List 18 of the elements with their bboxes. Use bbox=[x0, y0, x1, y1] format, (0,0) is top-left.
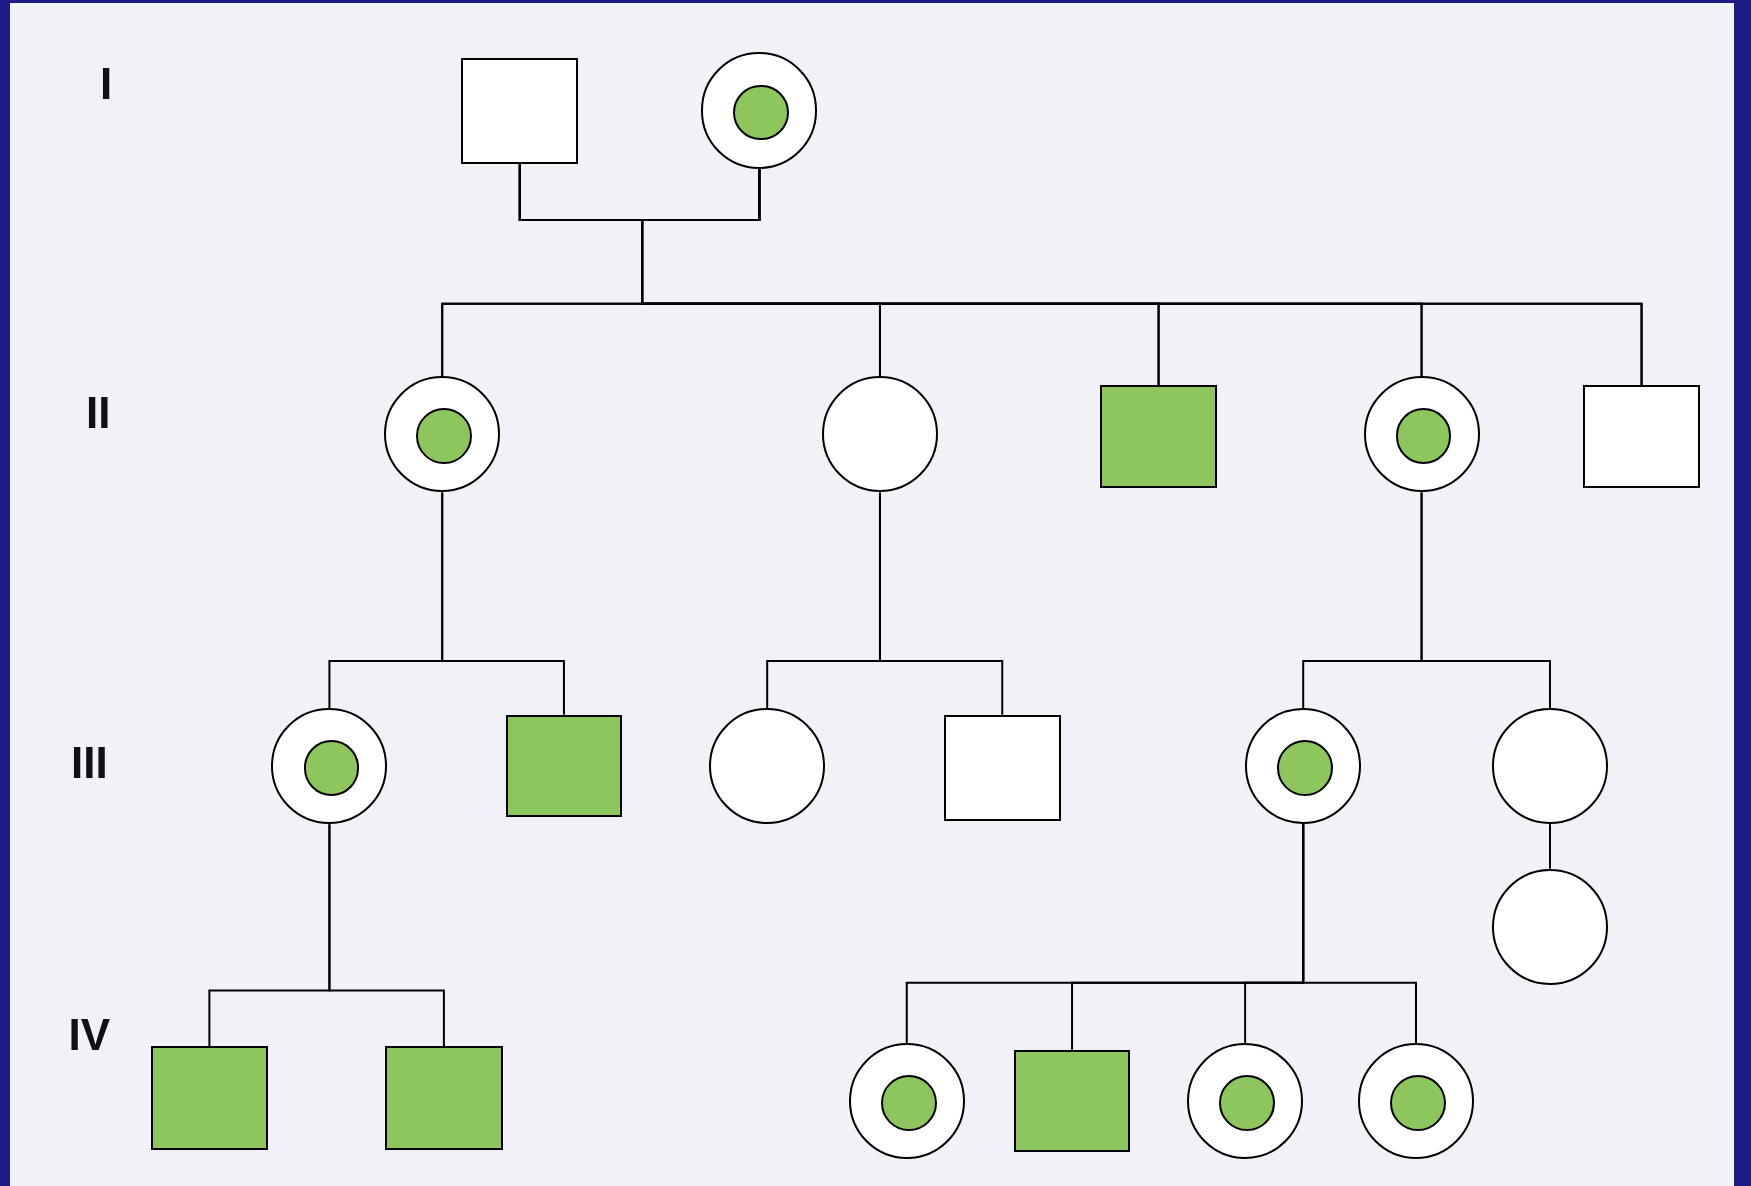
pedigree-line bbox=[878, 491, 1004, 716]
affected-male-square bbox=[150, 1046, 268, 1151]
pedigree-line bbox=[1302, 823, 1417, 1044]
affected-male-square bbox=[1013, 1049, 1131, 1153]
pedigree-line bbox=[328, 823, 445, 1048]
generation-label: I bbox=[99, 61, 113, 106]
pedigree-line bbox=[441, 491, 565, 716]
affected-male-square bbox=[505, 714, 622, 818]
pedigree-line bbox=[1420, 491, 1551, 709]
generation-label: III bbox=[71, 740, 108, 785]
pedigree-line bbox=[1549, 823, 1551, 870]
affected-male-square bbox=[385, 1046, 503, 1151]
male-square bbox=[1583, 385, 1700, 488]
generation-label: II bbox=[86, 391, 111, 436]
affected-male-square bbox=[1099, 385, 1218, 488]
male-square bbox=[461, 58, 579, 165]
generation-label: IV bbox=[68, 1013, 111, 1058]
male-square bbox=[943, 714, 1061, 821]
